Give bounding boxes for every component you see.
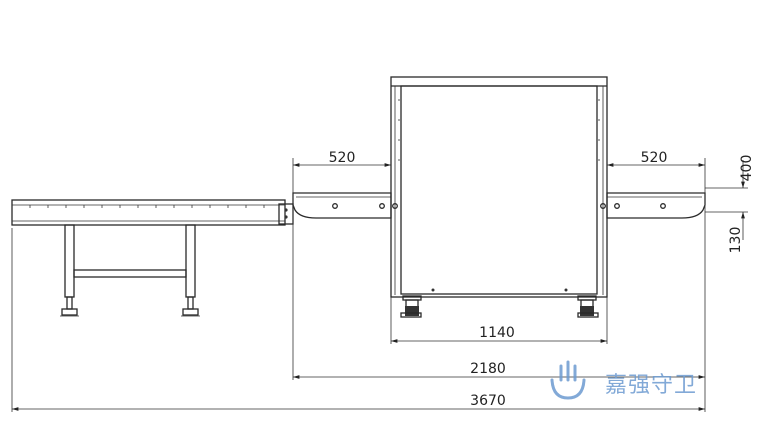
caster-right <box>577 295 599 318</box>
dim-overall-length: 3670 <box>11 393 705 411</box>
dim-overall-length-label: 3670 <box>470 393 506 409</box>
table-conveyor-bed <box>11 199 286 226</box>
extension-lines <box>11 158 748 412</box>
machine-inner-panel <box>400 85 598 295</box>
table-leg-left <box>60 224 79 317</box>
dim-left-conveyor: 520 <box>293 150 391 167</box>
hand-shield-logo-icon <box>550 360 586 400</box>
dim-vertical-right: 400 130 <box>728 155 755 254</box>
watermark-brand-name: 嘉强守卫 <box>605 373 697 398</box>
dim-thickness-label: 130 <box>728 227 744 254</box>
watermark: 嘉强守卫 <box>550 360 697 400</box>
roller-ticks <box>29 205 265 208</box>
dim-machine-length-label: 2180 <box>470 361 506 377</box>
dim-right-conveyor-label: 520 <box>641 150 668 166</box>
xray-machine-body <box>390 76 608 298</box>
dim-machine-length: 2180 <box>293 361 705 379</box>
dim-right-conveyor: 520 <box>607 150 705 167</box>
dim-height-partial-label: 400 <box>739 155 755 182</box>
machine-outer-frame <box>390 76 608 298</box>
table-leg-right <box>181 224 200 317</box>
dim-tunnel-width-label: 1140 <box>479 325 515 341</box>
dim-left-conveyor-label: 520 <box>329 150 356 166</box>
caster-left <box>400 295 422 318</box>
left-extension-table <box>11 199 294 317</box>
dim-tunnel-width: 1140 <box>391 325 607 343</box>
right-machine-conveyor <box>606 192 706 219</box>
table-cross-brace <box>73 269 187 278</box>
left-machine-conveyor <box>292 192 392 219</box>
